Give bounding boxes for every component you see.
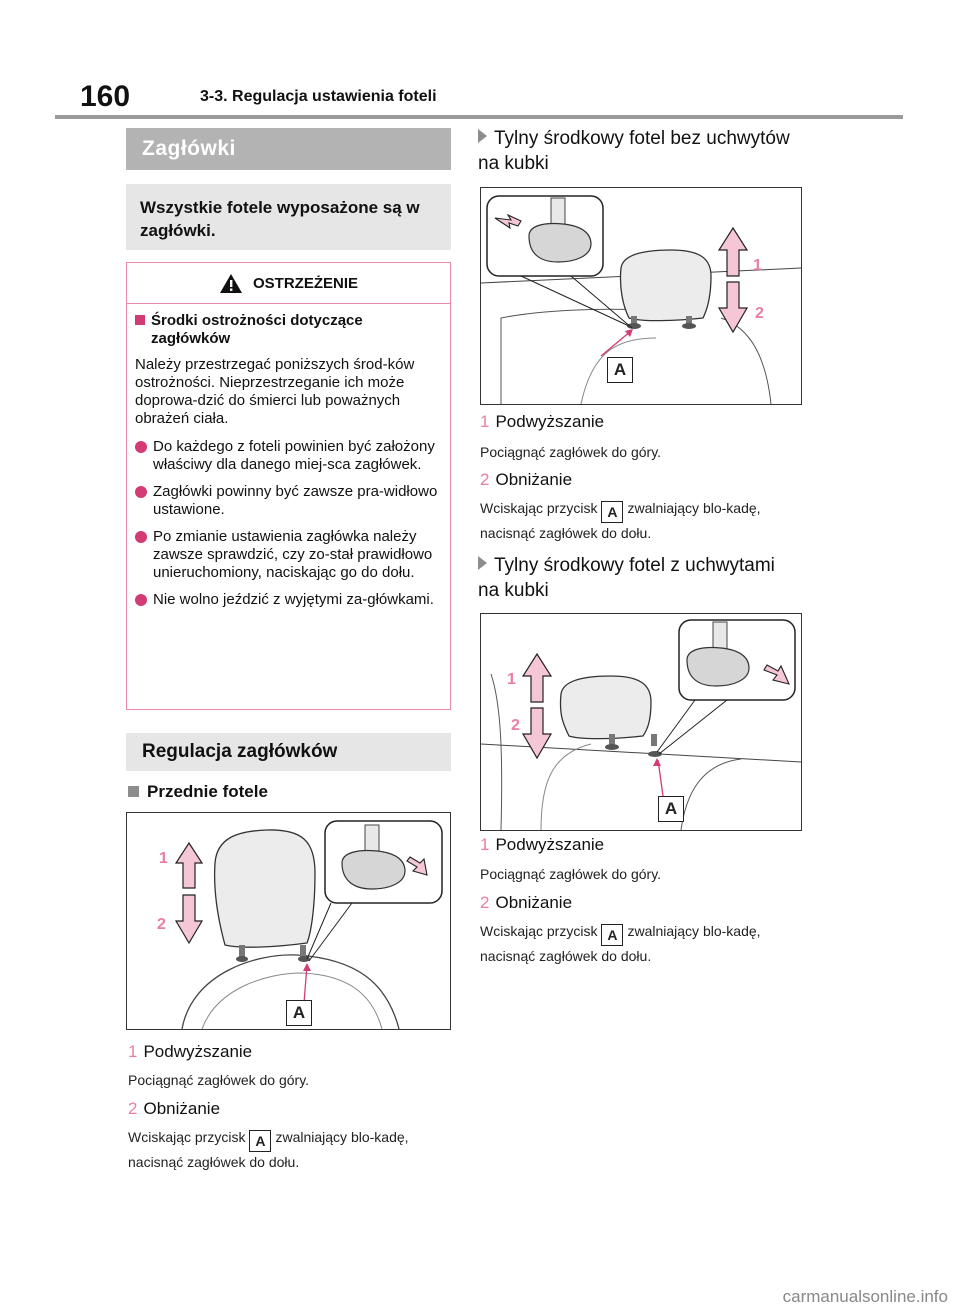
rear-no-cup-figure: 1 2 — [480, 187, 802, 405]
warning-box: OSTRZEŻENIE Środki ostrożności dotyczące… — [126, 262, 451, 710]
front-seat-figure: 1 2 — [126, 812, 451, 1030]
square-bullet-icon — [135, 315, 145, 325]
key-a-box: A — [601, 924, 624, 946]
warning-bullet: Do każdego z foteli powinien być założon… — [135, 438, 444, 474]
triangle-bullet-icon — [478, 556, 487, 570]
square-bullet-icon — [128, 786, 139, 797]
adjust-title: Regulacja zagłówków — [126, 733, 451, 771]
warning-bullet: Zagłówki powinny być zawsze pra-widłowo … — [135, 483, 444, 519]
button-a-label: A — [658, 796, 684, 822]
rear-cup-step-1-desc: Pociągnąć zagłówek do góry. — [480, 866, 662, 882]
key-a-box: A — [249, 1130, 272, 1152]
button-a-label: A — [607, 357, 633, 383]
up-label: 1 — [753, 257, 762, 274]
warning-subtitle: Środki ostrożności dotyczące zagłówków — [135, 312, 444, 348]
key-a-box: A — [601, 501, 624, 523]
bullet-dot-icon — [135, 441, 147, 453]
up-label: 1 — [507, 671, 516, 688]
note-box: Wszystkie fotele wyposażone są w zagłówk… — [126, 184, 451, 250]
bullet-dot-icon — [135, 594, 147, 606]
watermark: carmanualsonline.info — [782, 1287, 948, 1306]
rear-no-cup-step-1-desc: Pociągnąć zagłówek do góry. — [480, 444, 662, 460]
down-label: 2 — [157, 916, 166, 933]
warning-paragraph: Należy przestrzegać poniższych środ-ków … — [135, 356, 415, 427]
bullet-dot-icon — [135, 531, 147, 543]
warning-title: OSTRZEŻENIE — [252, 274, 358, 292]
front-headrest-illustration: 1 2 — [157, 820, 443, 1030]
triangle-bullet-icon — [478, 129, 487, 143]
running-title: 3-3. Regulacja ustawienia foteli — [200, 88, 437, 105]
rear-cup-figure: 1 2 — [480, 613, 802, 831]
section-title: Zagłówki — [126, 128, 451, 170]
rear-cup-heading: Tylny środkowy fotel z uchwytami na kubk… — [478, 555, 775, 601]
warning-bullet: Nie wolno jeździć z wyjętymi za-główkami… — [135, 591, 444, 609]
header-rule — [55, 115, 903, 119]
down-label: 2 — [511, 717, 520, 734]
bullet-dot-icon — [135, 486, 147, 498]
down-label: 2 — [755, 305, 764, 322]
rear-no-cup-heading: Tylny środkowy fotel bez uchwytów na kub… — [478, 128, 790, 174]
up-label: 1 — [159, 850, 168, 867]
front-step-1-desc: Pociągnąć zagłówek do góry. — [128, 1072, 310, 1088]
front-seats-heading: Przednie fotele — [128, 782, 268, 802]
warning-header: OSTRZEŻENIE — [127, 263, 450, 304]
rear-cup-illustration: 1 2 — [480, 619, 802, 831]
rear-no-cup-illustration: 1 2 — [480, 195, 802, 405]
button-a-label: A — [286, 1000, 312, 1026]
warning-bullet: Po zmianie ustawienia zagłówka należy za… — [135, 528, 444, 582]
warning-triangle-icon — [219, 273, 242, 293]
page-number: 160 — [80, 80, 131, 113]
